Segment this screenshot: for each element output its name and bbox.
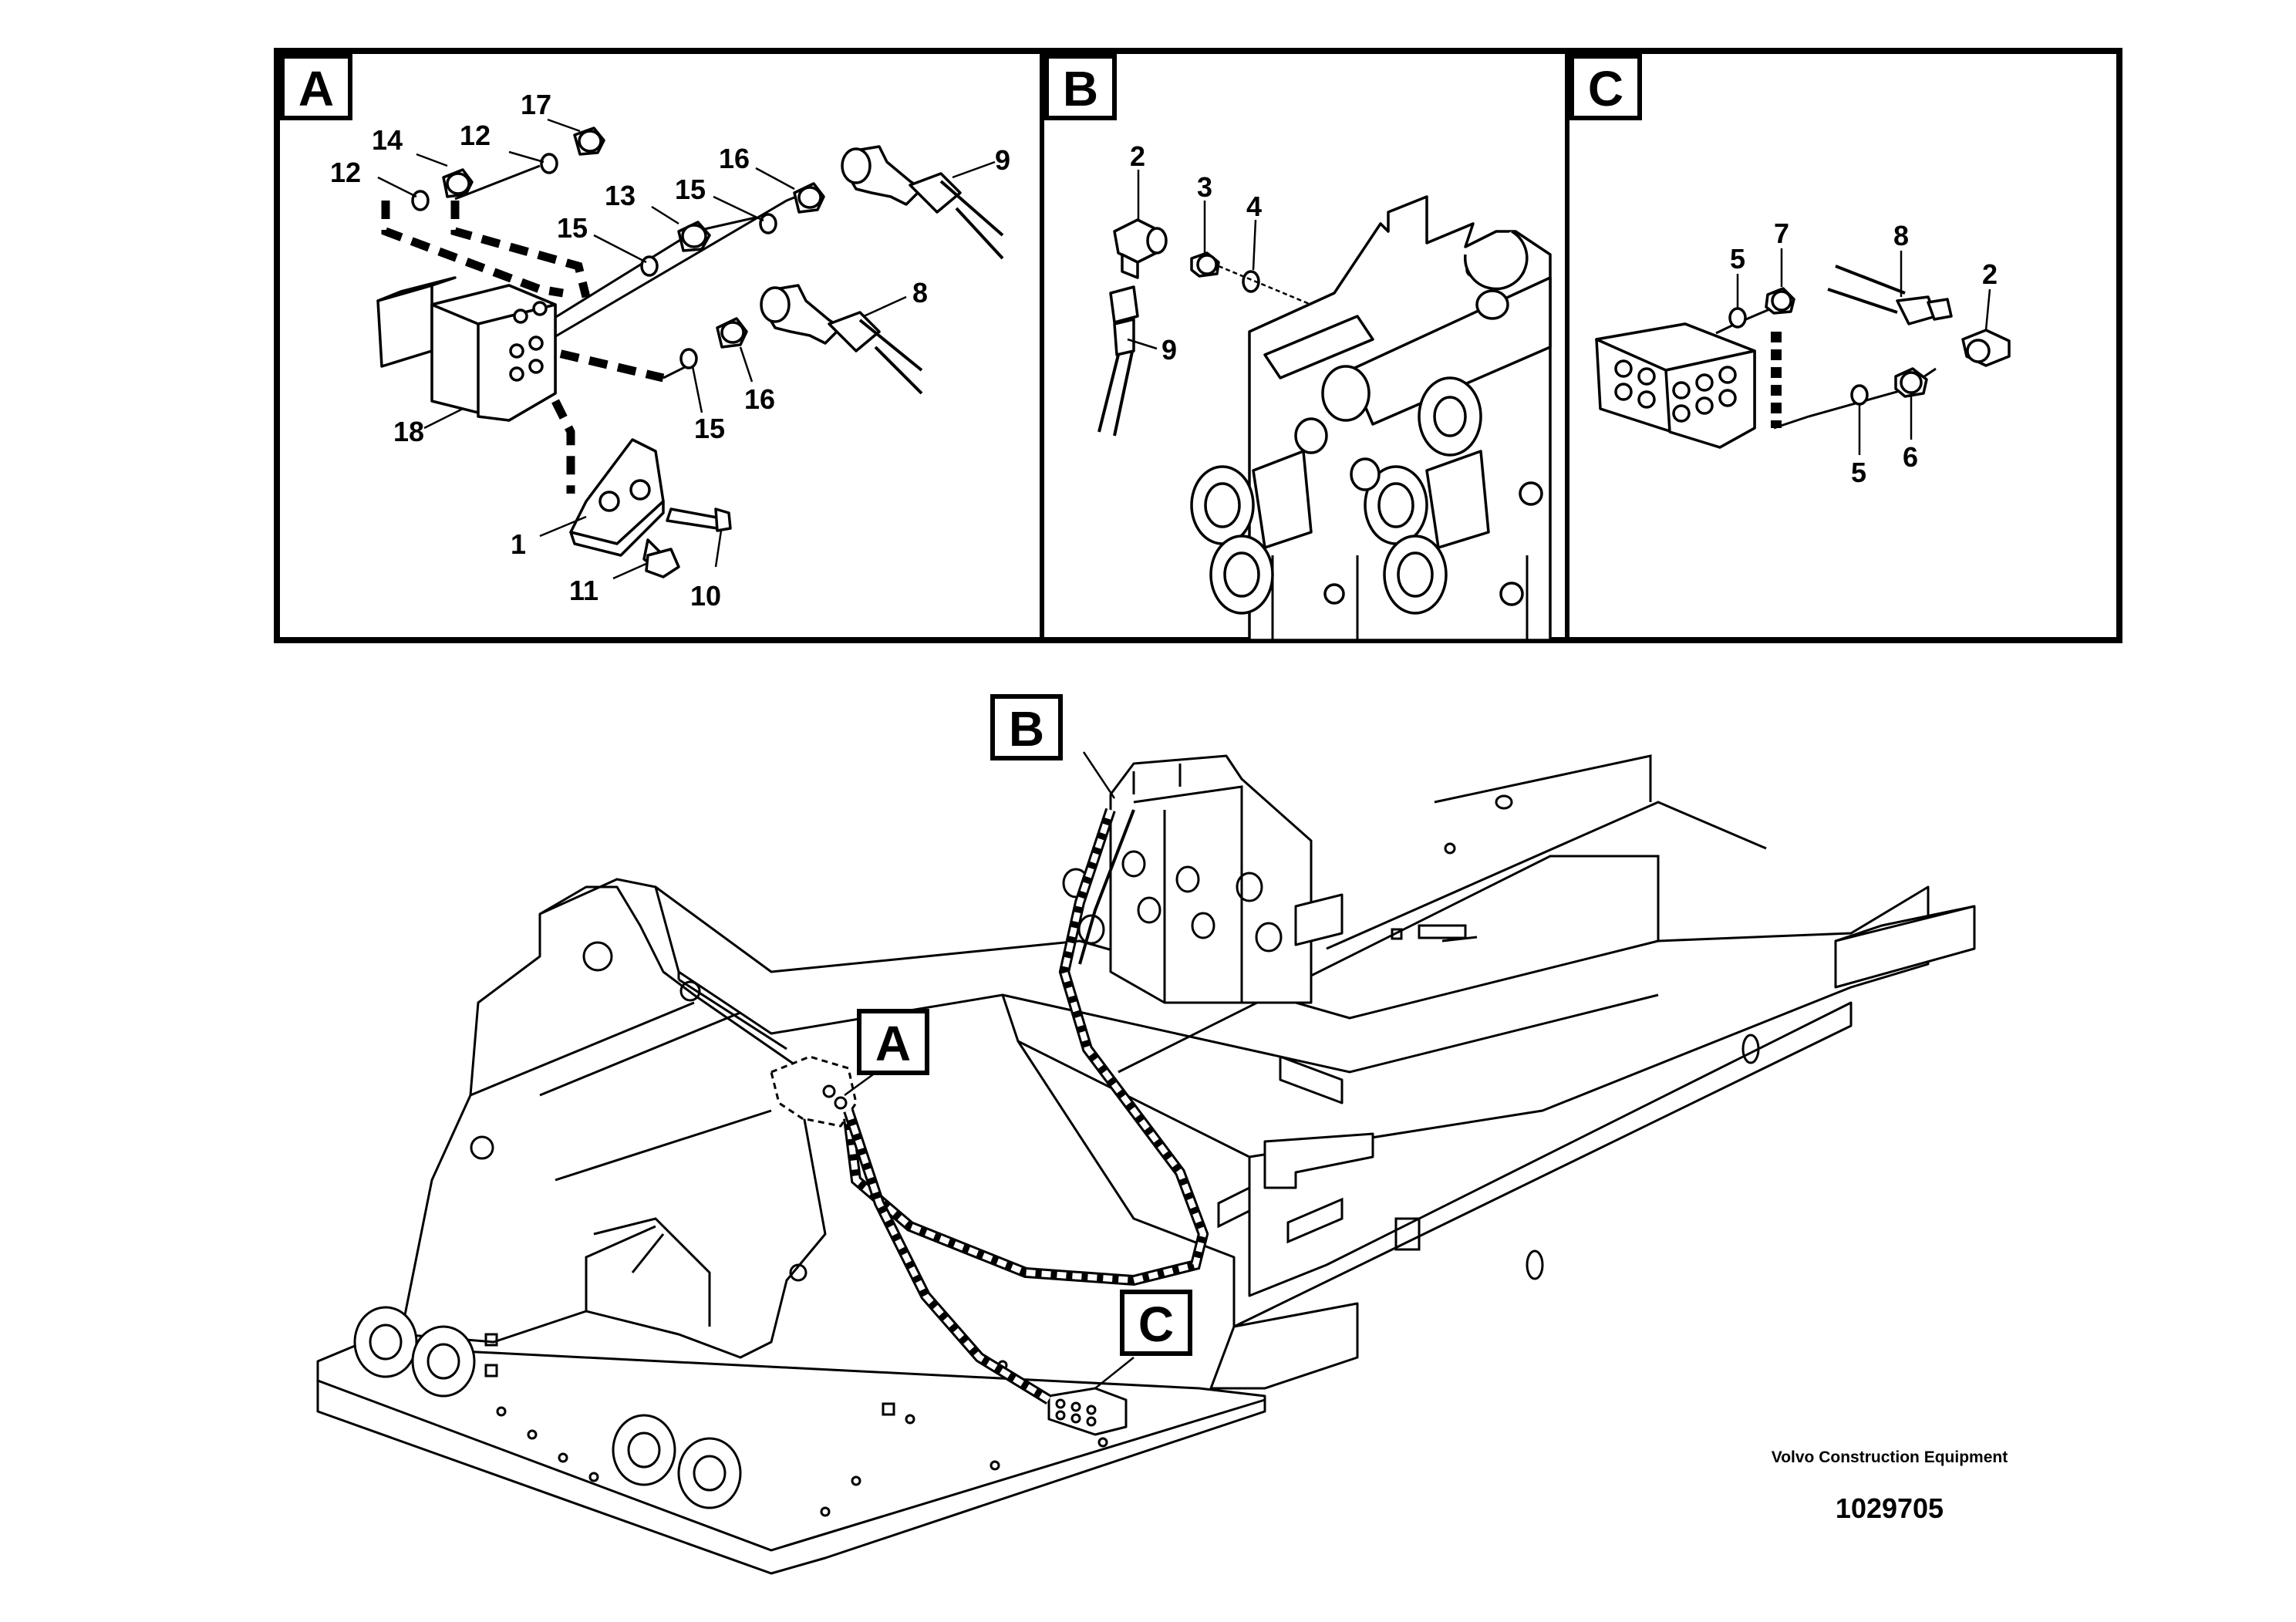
hose-route-c [843, 1108, 1052, 1404]
boom-mount-tower [400, 885, 827, 1359]
bracket-1[interactable] [569, 438, 665, 568]
brand-text: Volvo Construction Equipment [1771, 1448, 2008, 1466]
svg-text:B: B [1009, 701, 1044, 757]
elbow-fitting-2-c[interactable] [1961, 329, 2011, 367]
hose-9-b[interactable] [1097, 285, 1139, 437]
callout: 18 [393, 416, 424, 447]
fitting-14[interactable] [442, 168, 474, 198]
callout: 11 [569, 575, 598, 606]
hose-8-c[interactable] [1827, 265, 1953, 325]
callout: 13 [605, 180, 636, 211]
o-ring-15-right[interactable] [759, 213, 777, 234]
fitting-17[interactable] [573, 126, 605, 156]
adapter-6[interactable] [1894, 367, 1928, 398]
svg-text:A: A [875, 1016, 911, 1071]
callout: 16 [744, 383, 775, 415]
o-ring-12-right[interactable] [540, 153, 558, 174]
callout: 8 [1893, 220, 1909, 251]
callout: 15 [675, 174, 706, 205]
fitting-16-lower[interactable] [716, 317, 748, 349]
manifold-block-c[interactable] [1595, 322, 1756, 449]
main-label-c[interactable]: C [1120, 1290, 1192, 1356]
panel-b-label-box[interactable]: B [1044, 54, 1117, 120]
panel-a-label-box[interactable]: A [280, 54, 352, 120]
nut-11[interactable] [645, 548, 680, 578]
callout: 7 [1774, 218, 1789, 249]
svg-text:C: C [1138, 1297, 1174, 1352]
callout: 15 [694, 413, 725, 444]
plate-holes [496, 1360, 1108, 1517]
panel-c-letter: C [1588, 61, 1623, 116]
callout: 15 [557, 212, 588, 244]
callout: 1 [511, 528, 526, 560]
callout: 16 [719, 143, 750, 174]
main-view: B A C [316, 694, 1976, 1575]
fitting-16-upper[interactable] [793, 182, 825, 214]
o-ring-4[interactable] [1242, 270, 1260, 293]
valve-block-18[interactable] [376, 276, 557, 422]
callout: 9 [1161, 334, 1177, 366]
callout: 5 [1851, 457, 1866, 488]
figure-number: 1029705 [1835, 1492, 1944, 1524]
o-ring-15-left[interactable] [640, 255, 659, 277]
fitting-13[interactable] [677, 221, 711, 252]
detail-panels [274, 48, 2122, 643]
panel-c: C [1569, 54, 2011, 488]
main-frame-rail [654, 885, 1930, 1328]
callout: 2 [1130, 140, 1145, 172]
callout: 12 [330, 157, 361, 188]
main-label-b[interactable]: B [990, 694, 1063, 760]
callout: 5 [1730, 243, 1745, 275]
hose-end-9[interactable] [841, 145, 1004, 260]
panel-b-letter: B [1063, 61, 1098, 116]
callout: 14 [372, 124, 403, 156]
control-valve-main[interactable] [1062, 754, 1344, 1004]
panel-a: A [280, 54, 1010, 612]
fitting-7[interactable] [1765, 287, 1795, 315]
o-ring-5-upper[interactable] [1728, 307, 1747, 329]
pin-bosses [353, 1306, 895, 1509]
callout: 9 [995, 144, 1010, 176]
o-ring-5-lower[interactable] [1850, 384, 1869, 406]
hose-end-8[interactable] [760, 284, 923, 395]
control-valve-b[interactable] [1190, 195, 1552, 642]
bolt-10[interactable] [666, 508, 732, 532]
callout: 12 [460, 120, 491, 151]
callout: 4 [1246, 191, 1262, 222]
callout: 3 [1197, 171, 1212, 203]
panel-a-letter: A [298, 61, 334, 116]
o-ring-15-lower[interactable] [679, 348, 698, 369]
main-label-a[interactable]: A [857, 1009, 929, 1075]
adapter-3[interactable] [1190, 251, 1220, 278]
o-ring-12-left[interactable] [411, 190, 430, 211]
callout: 10 [690, 580, 721, 612]
callout: 6 [1903, 441, 1918, 473]
callout: 2 [1982, 258, 1998, 290]
elbow-fitting-2[interactable] [1113, 218, 1168, 279]
panel-c-label-box[interactable]: C [1569, 54, 1642, 120]
callout: 17 [521, 89, 551, 120]
panel-b: B [1044, 54, 1552, 642]
callout: 8 [912, 277, 928, 309]
base-plate [316, 1344, 1266, 1575]
